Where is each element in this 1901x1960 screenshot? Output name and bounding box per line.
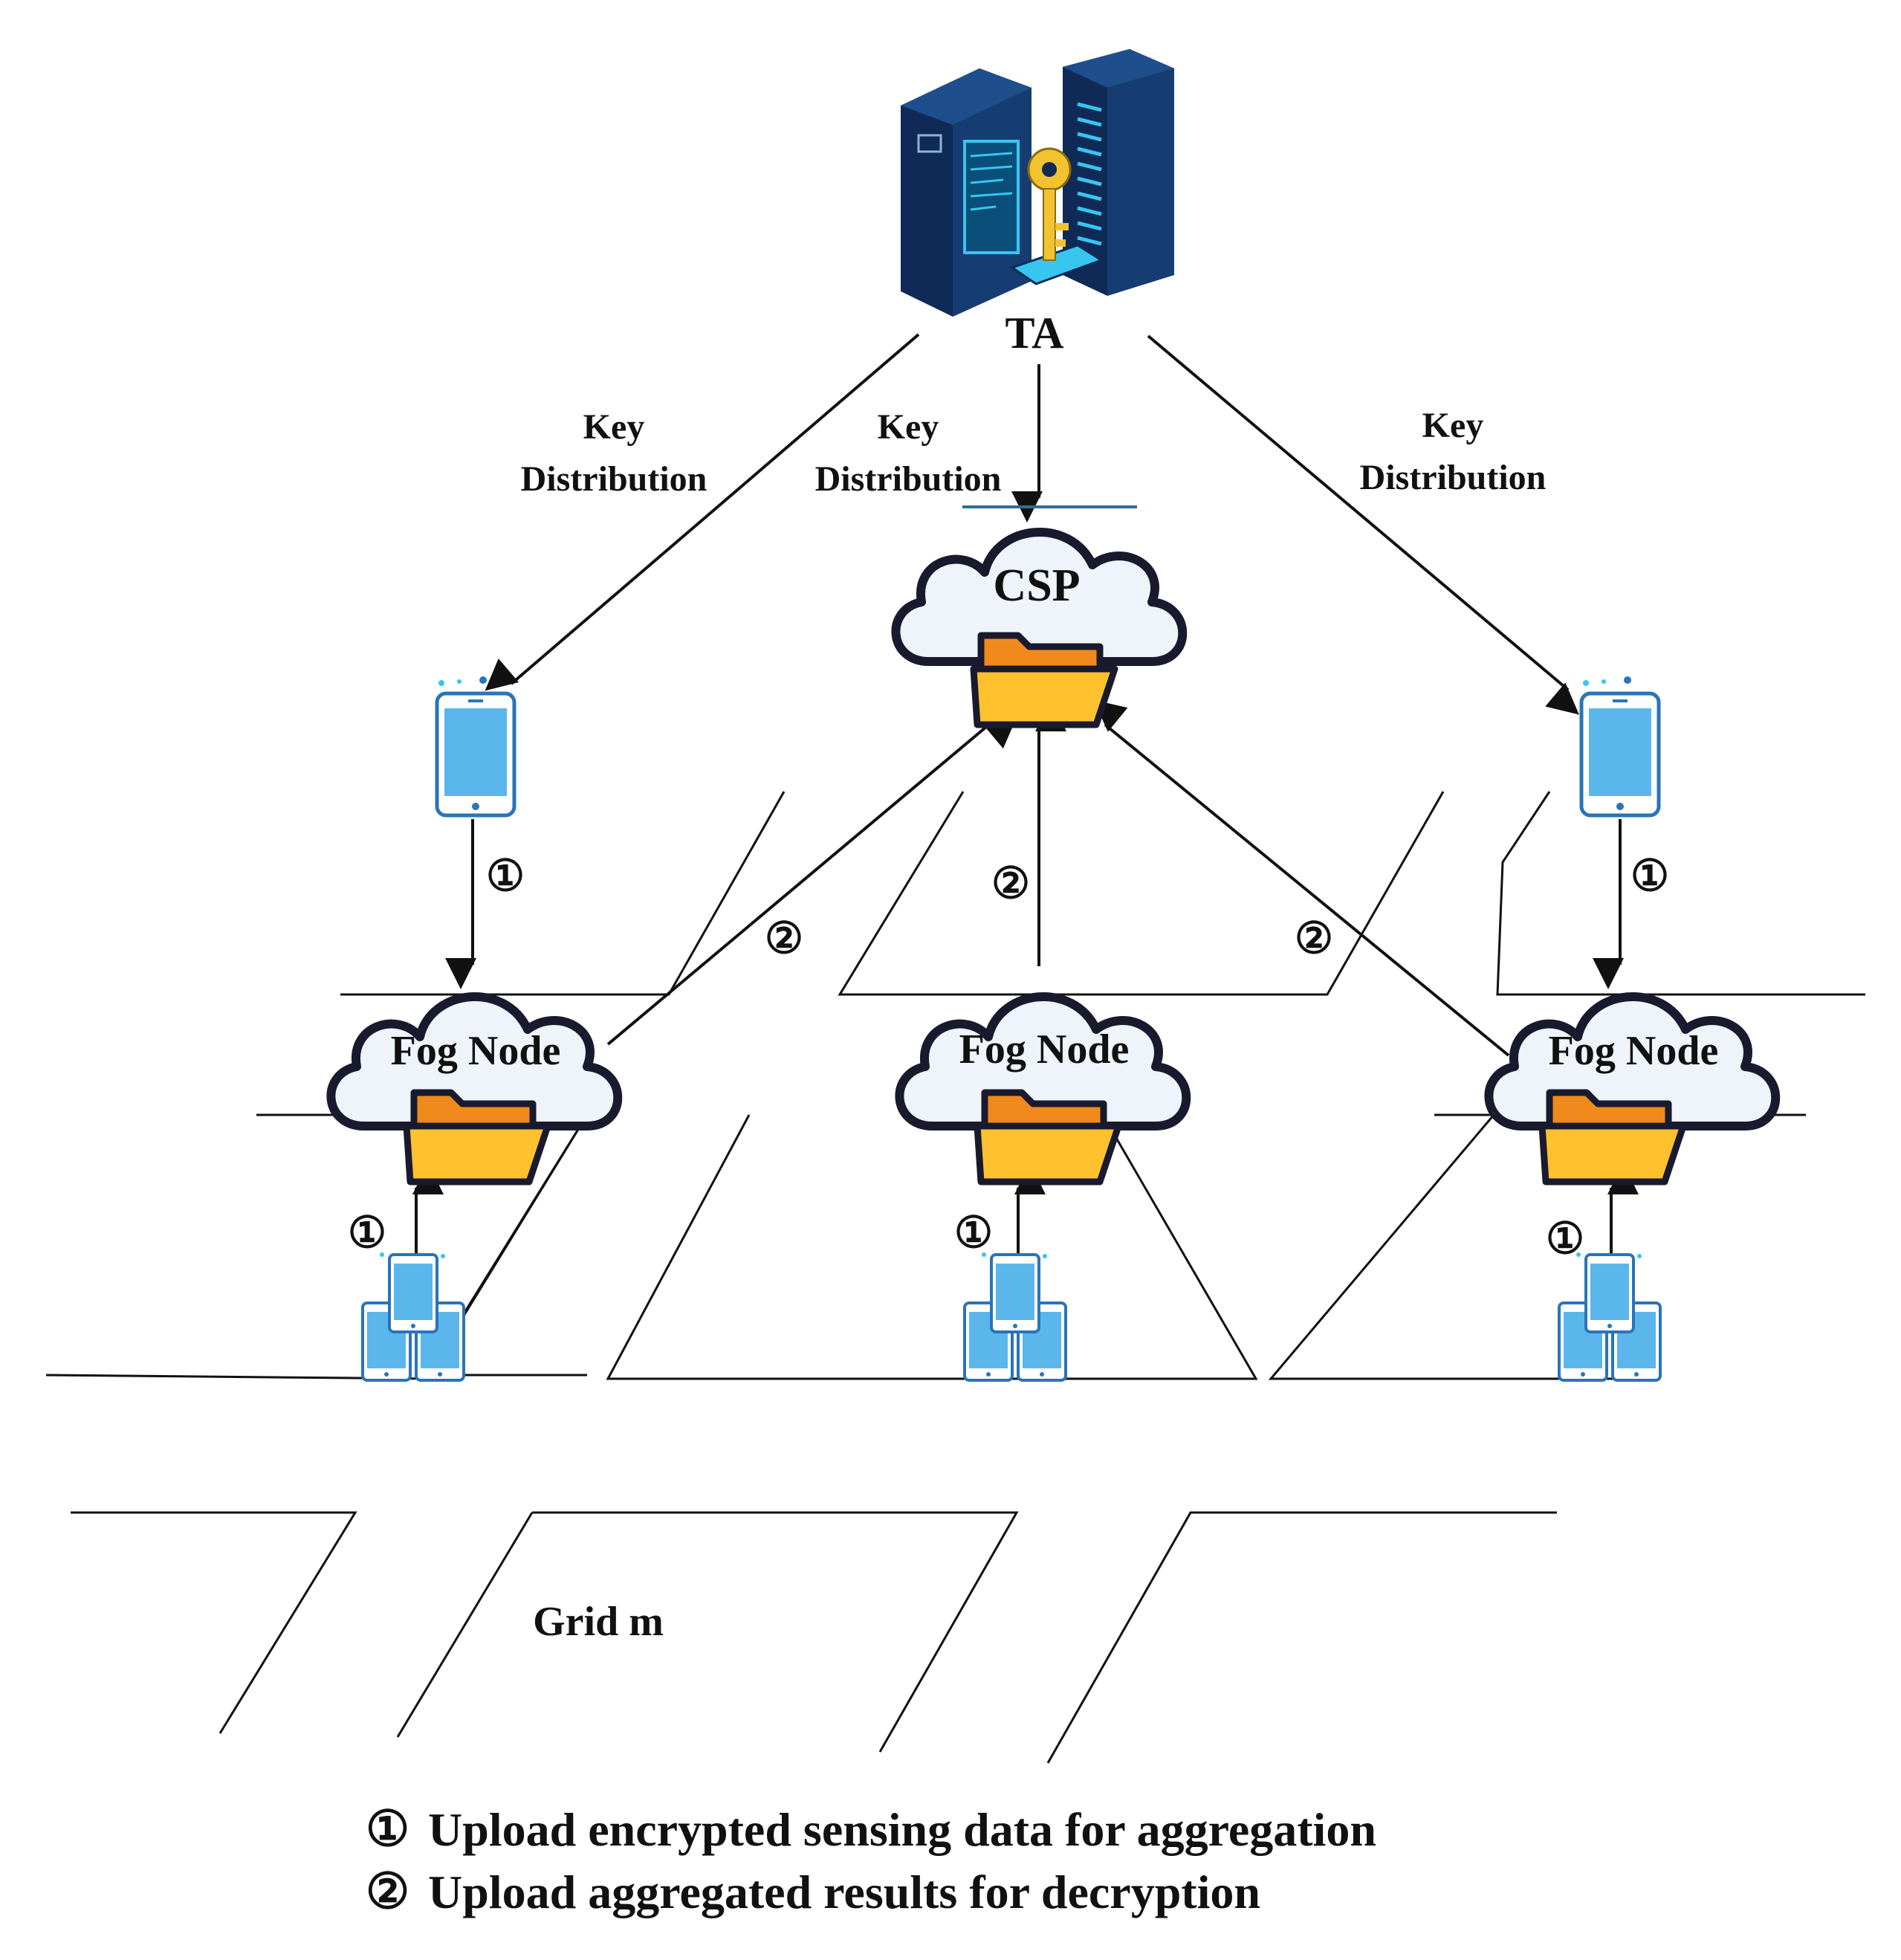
legend-item1-marker: ① (366, 1802, 409, 1857)
step1-marker-left-bottom: ① (348, 1209, 386, 1257)
sensing-devices-center-icon (965, 1252, 1066, 1380)
key-distribution-label-left-line1: Key (583, 407, 645, 447)
key-distribution-label-right-line1: Key (1422, 406, 1484, 445)
step2-arrow-left (606, 717, 1017, 1046)
legend-item1-text: Upload encrypted sensing data for aggreg… (428, 1803, 1376, 1856)
step1-marker-left-top: ① (486, 852, 525, 900)
requester-phone-left-icon (437, 676, 514, 815)
fog-node-center-label: Fog Node (959, 1026, 1130, 1073)
key-distribution-label-left-line2: Distribution (521, 459, 707, 499)
legend-item2-text: Upload aggregated results for decryption (428, 1866, 1260, 1918)
arrows (412, 333, 1639, 1264)
step2-marker-right: ② (1295, 914, 1333, 963)
key-distribution-arrow-right (1147, 334, 1579, 715)
step1-marker-center-bottom: ① (954, 1209, 993, 1257)
grid-label: Grid m (533, 1599, 664, 1645)
key-distribution-label-center-line1: Key (878, 407, 939, 447)
key-distribution-label-right-line2: Distribution (1360, 458, 1547, 497)
sensing-devices-left-icon (363, 1252, 464, 1380)
key-distribution-label-center-line2: Distribution (815, 459, 1002, 499)
fog-node-left-label: Fog Node (391, 1028, 561, 1074)
fog-node-right-folder-icon (1542, 1093, 1683, 1182)
fog-node-right-label: Fog Node (1549, 1028, 1719, 1074)
key-distribution-arrow-left (485, 333, 920, 691)
step2-marker-center: ② (991, 859, 1030, 908)
sensing-devices-right-icon (1559, 1252, 1660, 1380)
step1-marker-right-top: ① (1630, 852, 1669, 900)
legend: ① Upload encrypted sensing data for aggr… (366, 1802, 1376, 1919)
step2-arrow-right (1093, 699, 1510, 1057)
csp-folder-icon (974, 635, 1115, 725)
step1-marker-right-bottom: ① (1546, 1215, 1584, 1263)
csp-label: CSP (993, 560, 1080, 611)
fog-node-center-folder-icon (977, 1093, 1118, 1182)
requester-phone-right-icon (1581, 676, 1659, 815)
ta-label: TA (1005, 308, 1064, 358)
legend-item2-marker: ② (366, 1865, 409, 1919)
fog-node-left-folder-icon (407, 1093, 548, 1182)
step2-marker-left: ② (765, 914, 803, 963)
ta-server-icon (901, 49, 1174, 317)
